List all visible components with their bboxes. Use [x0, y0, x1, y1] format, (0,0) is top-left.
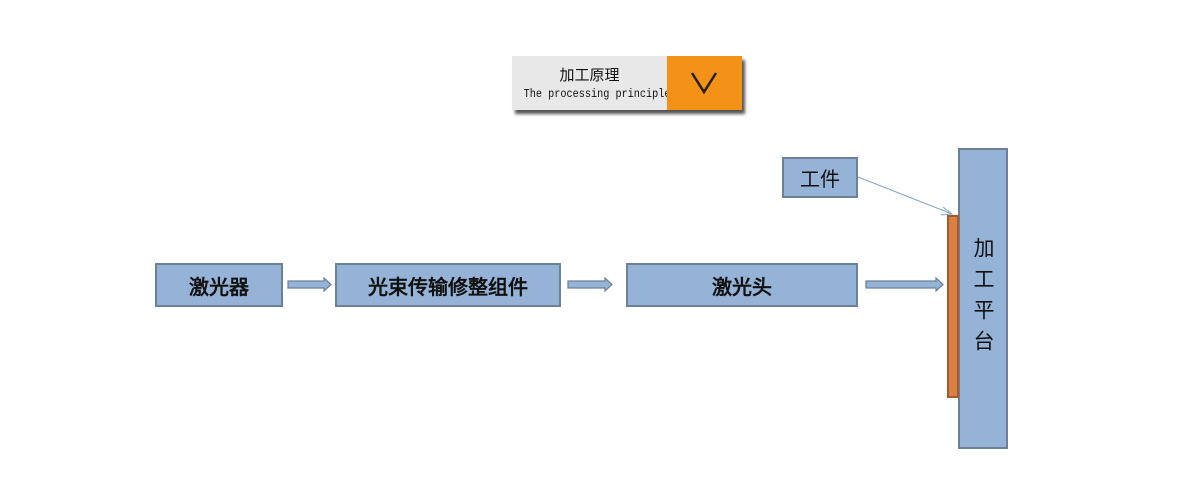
node-beam-delivery: 光束传输修整组件 [335, 263, 561, 307]
expand-toggle-button[interactable] [667, 56, 742, 110]
node-workpiece-label: 工件 [782, 157, 858, 198]
node-laser-head: 激光头 [626, 263, 858, 307]
arrow-laser-to-beam [287, 276, 332, 293]
node-laser: 激光器 [155, 263, 283, 307]
workpiece [947, 215, 959, 398]
header-title-en: The processing principle [523, 87, 671, 101]
arrow-head-to-workpiece [865, 276, 944, 293]
section-header: 加工原理 The processing principle [512, 56, 742, 110]
header-title-cn: 加工原理 [559, 66, 620, 84]
chevron-down-icon [690, 72, 718, 95]
header-title: 加工原理 The processing principle [512, 56, 671, 110]
node-platform: 加工平台 [958, 148, 1008, 449]
arrow-label-to-workpiece [857, 176, 954, 216]
arrow-beam-to-head [567, 276, 613, 293]
